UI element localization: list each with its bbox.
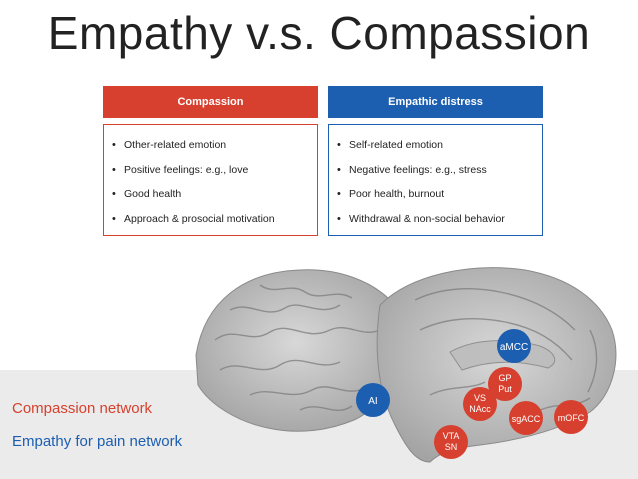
legend-compassion-network: Compassion network: [12, 400, 153, 417]
put-label: Put: [498, 384, 512, 394]
sgacc-label: sgACC: [512, 414, 541, 424]
empathic-distress-header: Empathic distress: [328, 86, 543, 118]
legend-empathy-network: Empathy for pain network: [12, 433, 183, 450]
list-item: •Approach & prosocial motivation: [112, 212, 275, 225]
amcc-label: aMCC: [500, 342, 528, 353]
sn-label: SN: [445, 442, 458, 452]
compassion-panel: Compassion •Other-related emotion •Posit…: [103, 86, 318, 236]
nacc-label: NAcc: [469, 404, 491, 414]
vta-sn-marker: [434, 425, 468, 459]
empathic-distress-list-box: •Self-related emotion •Negative feelings…: [328, 124, 543, 236]
sgacc-marker: [509, 401, 543, 435]
mofc-label: mOFC: [558, 413, 585, 423]
medial-brain-shape: [376, 267, 617, 463]
vta-label: VTA: [443, 431, 460, 441]
amcc-marker: [497, 329, 531, 363]
list-item: •Negative feelings: e.g., stress: [337, 163, 487, 176]
list-item: •Withdrawal & non-social behavior: [337, 212, 505, 225]
compassion-list-box: •Other-related emotion •Positive feeling…: [103, 124, 318, 236]
vs-nacc-marker: [463, 387, 497, 421]
vs-label: VS: [474, 393, 486, 403]
list-item: •Good health: [112, 188, 182, 200]
ai-label: AI: [368, 396, 377, 407]
list-item: •Poor health, burnout: [337, 188, 445, 200]
page-title: Empathy v.s. Compassion: [47, 7, 591, 59]
list-item: •Positive feelings: e.g., love: [112, 163, 249, 176]
list-item: •Self-related emotion: [337, 139, 443, 151]
list-item: •Other-related emotion: [112, 139, 227, 151]
empathic-distress-panel: Empathic distress •Self-related emotion …: [328, 86, 543, 236]
mofc-marker: [554, 400, 588, 434]
gp-label: GP: [498, 373, 511, 383]
ai-marker: [356, 383, 390, 417]
compassion-header: Compassion: [103, 86, 318, 118]
gp-put-marker: [488, 367, 522, 401]
